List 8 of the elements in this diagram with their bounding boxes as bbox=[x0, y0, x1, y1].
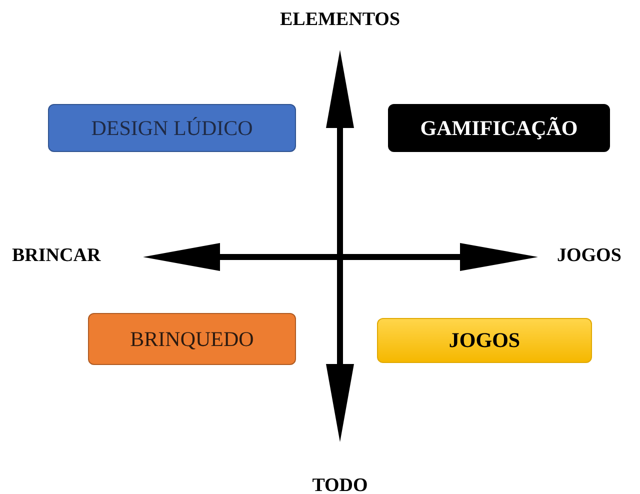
quadrant-box: BRINQUEDO bbox=[88, 313, 296, 365]
axis-label: JOGOS bbox=[557, 246, 622, 265]
axis-label: TODO bbox=[312, 476, 368, 494]
axis-label: BRINCAR bbox=[12, 246, 101, 265]
quadrant-box: JOGOS bbox=[377, 318, 592, 363]
quadrant-box: DESIGN LÚDICO bbox=[48, 104, 296, 152]
quadrant-box: GAMIFICAÇÃO bbox=[388, 104, 610, 152]
axis-label: ELEMENTOS bbox=[280, 10, 400, 29]
